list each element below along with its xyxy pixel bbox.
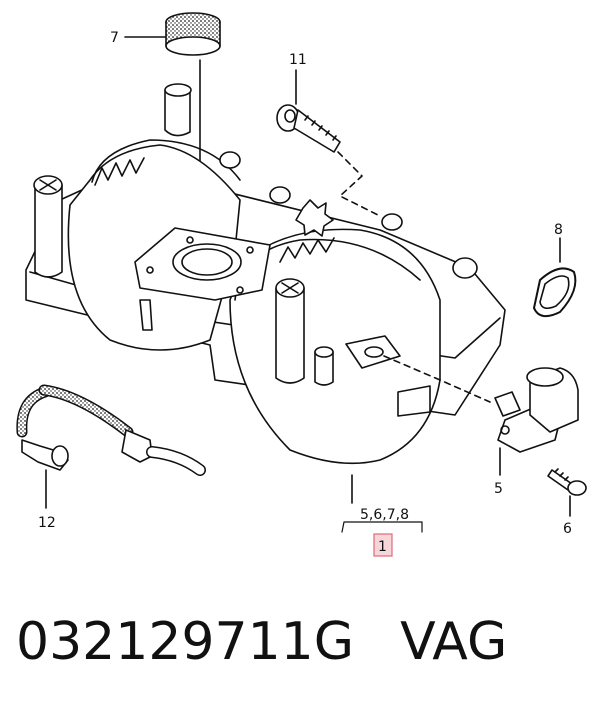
screw-11: [276, 104, 341, 153]
callout-12: 12: [38, 515, 56, 531]
part-number: 032129711G: [16, 612, 355, 672]
part-caption: 032129711G VAG: [16, 612, 507, 672]
gasket-ring-7: [165, 12, 221, 56]
callout-7: 7: [110, 30, 119, 46]
callout-5678: 5,6,7,8: [360, 507, 409, 523]
callout-1: 1: [378, 539, 387, 555]
screw-dashed-path: [337, 151, 381, 217]
o-ring-8: [533, 267, 577, 318]
assembly-bracket: [341, 521, 423, 533]
callout-6: 6: [563, 521, 572, 537]
callout-5: 5: [494, 481, 503, 497]
sensor-dashed-path: [383, 355, 491, 403]
brand-name: VAG: [400, 612, 508, 672]
intake-manifold: [25, 83, 506, 465]
callout-8: 8: [554, 222, 563, 238]
exploded-parts-diagram: 7 11 8 12 5 6 5,6,7,8 1: [16, 12, 587, 557]
screw-6: [547, 468, 587, 496]
callout-11: 11: [289, 52, 307, 68]
pressure-sensor-5: [494, 367, 579, 453]
highlight-box-1: [373, 533, 393, 557]
vacuum-hose-12: [16, 384, 206, 476]
